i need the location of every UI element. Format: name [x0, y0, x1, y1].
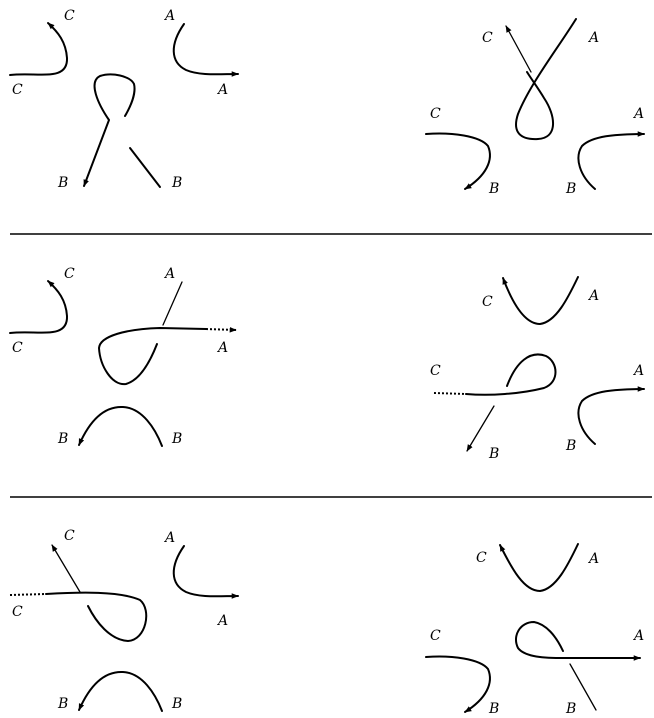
label-c-left: C — [430, 106, 441, 122]
label-b-right: B — [171, 175, 182, 191]
label-c-top: C — [476, 550, 487, 566]
label-c-top: C — [64, 528, 75, 544]
strand-c-loop — [465, 353, 557, 396]
label-b-right: B — [171, 696, 182, 712]
strand-c — [9, 280, 69, 334]
panel-row2-right: C A C A B B — [430, 276, 645, 462]
strand-b — [78, 405, 163, 447]
strand-c-loop — [45, 591, 148, 642]
label-b-left: B — [488, 181, 499, 197]
label-c-top: C — [482, 294, 493, 310]
panel-row1-right: C A C A B B — [425, 18, 645, 197]
panel-row2-left: C C A A B B — [9, 266, 237, 447]
label-c-left: C — [12, 82, 23, 98]
label-c-left: C — [430, 628, 441, 644]
label-a-top: A — [587, 288, 599, 304]
strand-a-loop — [98, 327, 207, 386]
strand-a-right — [577, 131, 645, 190]
strand-b-under — [129, 147, 161, 188]
strand-a-dotted — [205, 326, 237, 333]
panel-row3-right: C A C A B B — [425, 543, 644, 717]
label-a-top: A — [163, 530, 175, 546]
label-a-right: A — [216, 613, 228, 629]
label-b-left: B — [57, 175, 68, 191]
label-a-right: A — [632, 106, 644, 122]
strand-a-right — [577, 386, 645, 445]
strand-c-dotted — [9, 593, 47, 596]
strand-a-under — [162, 281, 183, 326]
label-a-top: A — [163, 266, 175, 282]
strand-b-over — [466, 405, 495, 452]
label-b-right: B — [565, 438, 576, 454]
panel-row1-left: C C A A B B — [9, 8, 239, 191]
strand-c — [9, 22, 69, 76]
label-a-right: A — [632, 363, 644, 379]
strand-c-dotted — [433, 392, 467, 395]
strand-c-over — [51, 544, 81, 593]
strand-a-loop — [515, 18, 577, 141]
strand-c-a-cup — [502, 276, 579, 325]
strand-c-over — [505, 25, 532, 73]
label-c-left: C — [12, 340, 23, 356]
label-a-right: A — [632, 628, 644, 644]
label-b-left: B — [57, 696, 68, 712]
label-a-top: A — [587, 30, 599, 46]
strand-a — [172, 545, 239, 599]
label-b-left: B — [488, 446, 499, 462]
strand-a — [172, 23, 239, 77]
label-a-right: A — [216, 82, 228, 98]
label-a-right: A — [216, 340, 228, 356]
strand-b — [78, 670, 163, 712]
strand-b-loop — [83, 73, 136, 187]
label-c-top: C — [64, 8, 75, 24]
strand-a-loop — [515, 621, 641, 661]
label-c-top: C — [64, 266, 75, 282]
panel-row3-left: C C A A B B — [9, 528, 239, 712]
strand-c-a-cup — [499, 543, 579, 592]
label-a-top: A — [163, 8, 175, 24]
strand-b — [425, 132, 491, 190]
label-b-right: B — [171, 431, 182, 447]
label-c-left: C — [430, 363, 441, 379]
label-b-right: B — [565, 181, 576, 197]
label-c-left: C — [12, 604, 23, 620]
strand-b-under — [569, 663, 597, 711]
label-b-left: B — [488, 701, 499, 717]
label-c-top: C — [482, 30, 493, 46]
strand-b — [425, 655, 491, 713]
label-b-left: B — [57, 431, 68, 447]
label-b-right: B — [565, 701, 576, 717]
label-a-top: A — [587, 551, 599, 567]
